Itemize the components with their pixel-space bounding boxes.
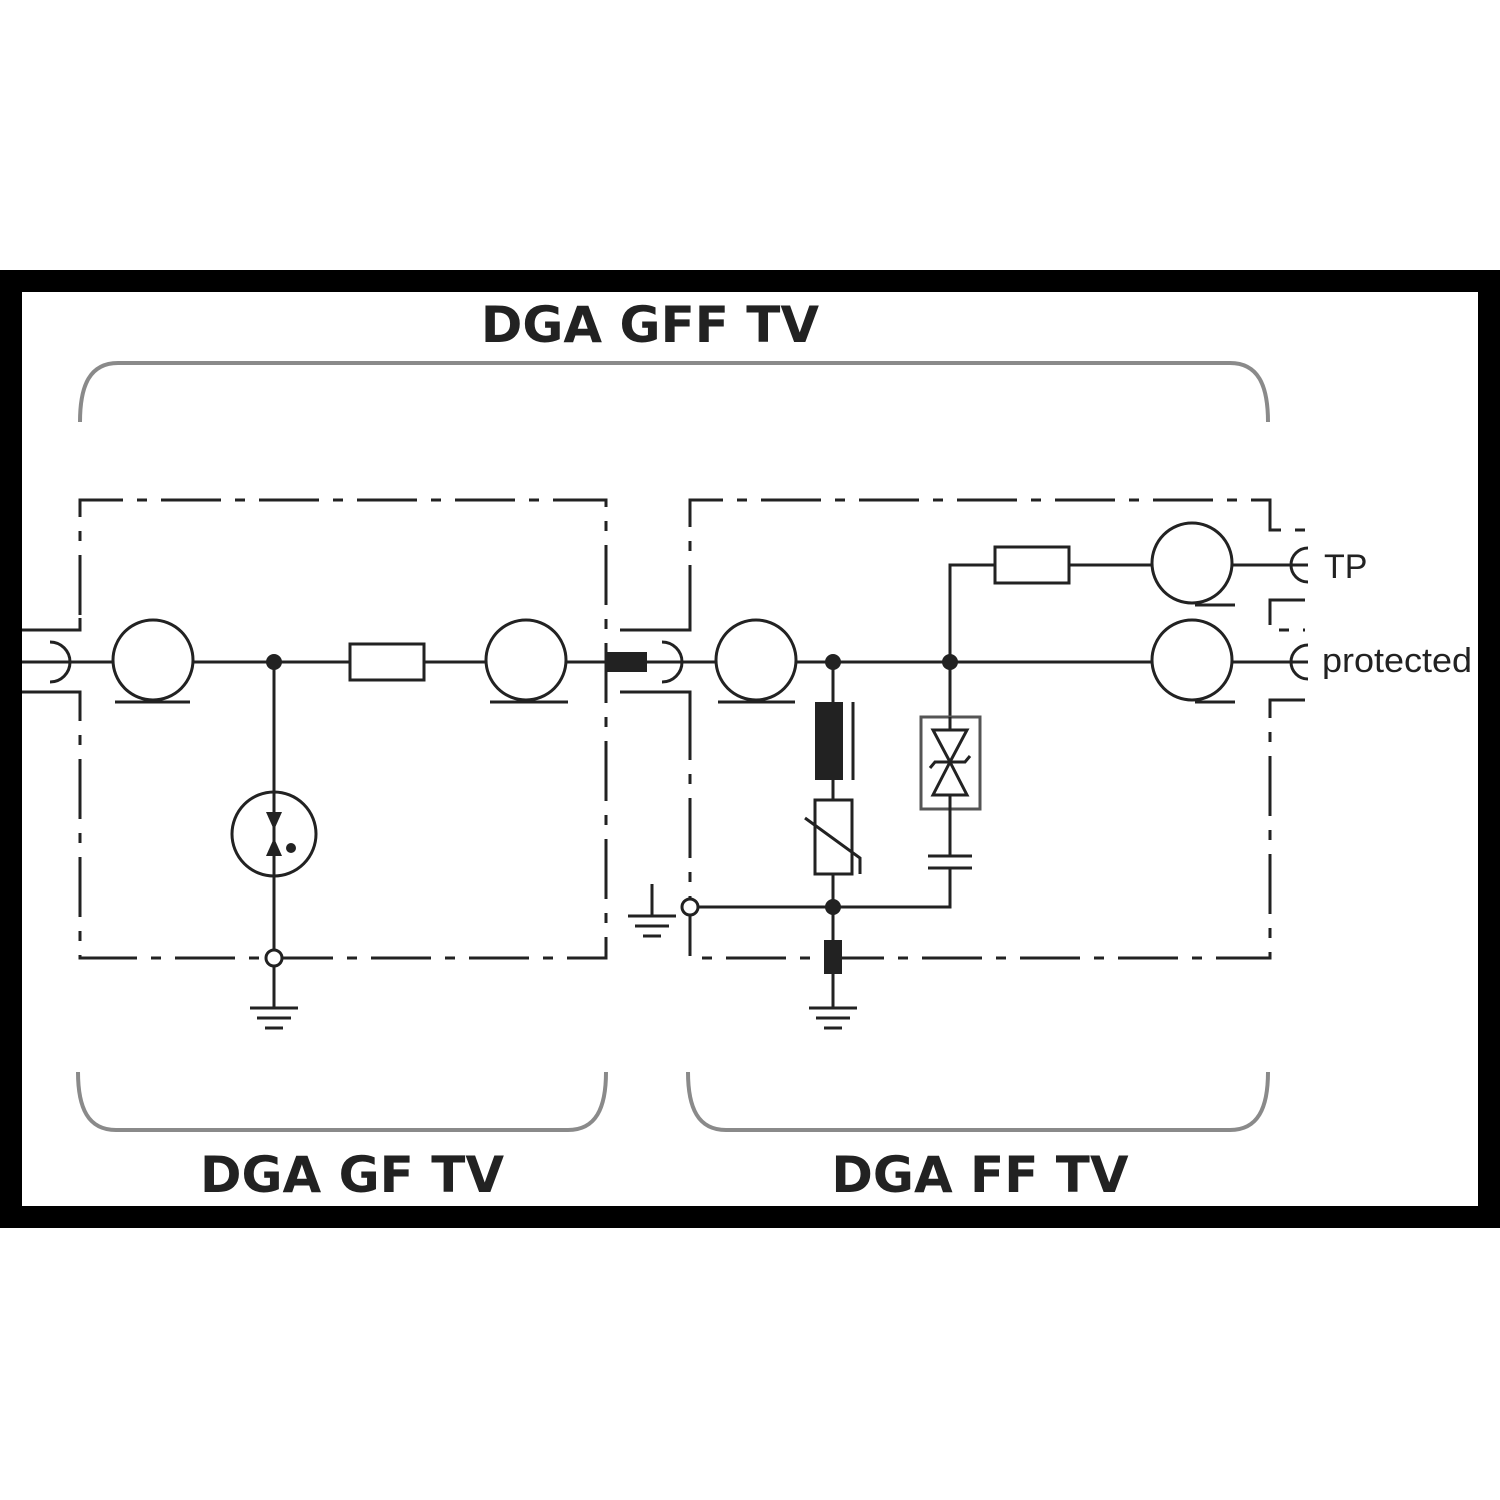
- right-ground-icon: [809, 974, 857, 1030]
- tp-ring-choke: [1150, 521, 1235, 607]
- outer-frame: [0, 270, 1500, 1228]
- middle-ground-icon: [628, 884, 676, 938]
- left-ring-choke-1: [111, 618, 195, 704]
- right-module-title: DGA FF TV: [831, 1146, 1128, 1204]
- left-module-title: DGA GF TV: [200, 1146, 504, 1204]
- right-module-outline: [688, 498, 1305, 960]
- port-label-tp: TP: [1324, 548, 1367, 586]
- tp-resistor: [993, 545, 1071, 585]
- input-socket-icon: [49, 640, 72, 684]
- capacitor-wire-bottom: [940, 868, 952, 909]
- gas-discharge-tube-icon: [230, 790, 318, 878]
- coupling-ferrite: [607, 652, 647, 672]
- port-label-protected: protected: [1322, 642, 1472, 680]
- left-resistor: [348, 642, 426, 682]
- connector-housing: [22, 618, 692, 705]
- protected-socket-icon: [1289, 643, 1309, 681]
- middle-socket-icon: [661, 640, 684, 684]
- tp-socket-icon: [1289, 546, 1309, 584]
- left-module-outline: [78, 498, 608, 960]
- middle-ground-terminal: [680, 897, 700, 917]
- right-bottom-bracket: [686, 1071, 1270, 1132]
- top-bracket: [78, 361, 1270, 423]
- capacitor-icon: [928, 854, 972, 870]
- left-bottom-bracket: [76, 1071, 608, 1132]
- left-ring-choke-2: [484, 618, 568, 704]
- top-title: DGA GFF TV: [481, 296, 820, 354]
- varistor-icon: [804, 798, 862, 876]
- tvs-diode-icon: [919, 715, 982, 811]
- left-ground-icon: [250, 966, 298, 1030]
- right-ground-junction-dot: [825, 899, 841, 915]
- protected-ring-choke: [1150, 618, 1235, 704]
- choke-coil-icon: [815, 702, 855, 780]
- right-ring-choke-1: [714, 618, 798, 704]
- left-ground-terminal: [264, 948, 284, 968]
- ground-ferrite: [824, 940, 842, 974]
